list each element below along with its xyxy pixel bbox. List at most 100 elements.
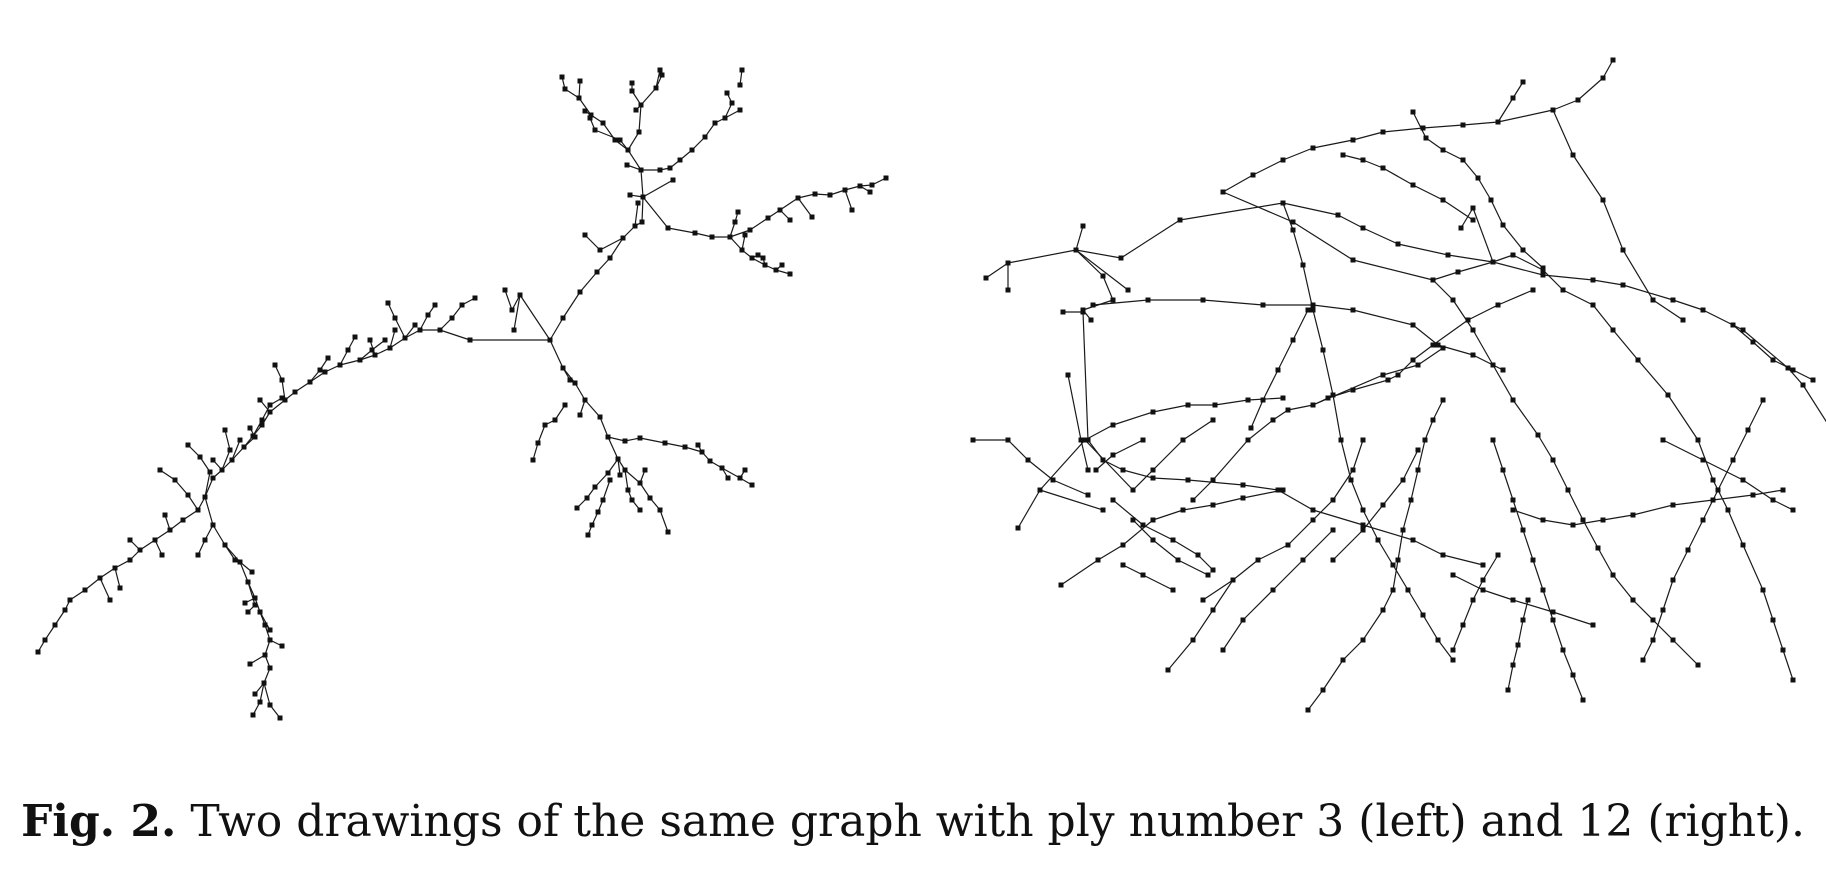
graph-node-left [369,347,375,353]
graph-node-right [1395,557,1401,563]
graph-node-right [1610,57,1616,63]
graph-edge-right [1497,109,1554,123]
graph-node-left [739,67,745,73]
graph-edge-right [1702,309,1744,331]
graph-edge-right [1332,394,1342,441]
graph-node-right [1515,642,1521,648]
graph-edge-left [844,189,853,211]
graph-edge-right [1084,439,1134,491]
graph-node-left [620,235,626,241]
graph-node-left [657,167,663,173]
graph-node-left [502,287,508,293]
graph-edge-right [1152,439,1184,471]
graph-node-right [1130,487,1136,493]
graph-node-right [1360,527,1366,533]
graph-edge-right [1172,539,1199,556]
graph-node-left [577,78,583,84]
graph-node-right [1540,587,1546,593]
graph-node-right [1715,487,1721,493]
graph-node-left [670,177,676,183]
graph-node-right [1330,527,1336,533]
graph-edge-left [721,467,741,479]
graph-node-right [1280,487,1286,493]
graph-node-left [252,691,258,697]
graph-edge-left [231,439,241,461]
graph-node-right [1200,597,1206,603]
graph-node-left [267,409,273,415]
graph-node-right [1410,537,1416,543]
graph-edge-right [1412,344,1434,361]
graph-node-right [1310,507,1316,513]
graph-node-right [1320,347,1326,353]
graph-node-left [412,322,418,328]
graph-edge-right [1622,249,1654,301]
graph-node-left [612,137,618,143]
graph-edge-right [1382,479,1404,506]
graph-node-right [1440,397,1446,403]
graph-edge-right [1120,219,1181,259]
graph-node-right [1520,79,1526,85]
graph-edge-right [1232,559,1259,581]
graph-node-left [795,195,801,201]
graph-edge-right [1472,579,1484,601]
graph-node-right [1130,517,1136,523]
graph-edge-right [1512,499,1524,531]
graph-edge-right [1792,369,1814,381]
graph-node-left [357,357,363,363]
graph-node-right [1470,352,1476,358]
graph-node-left [267,665,273,671]
graph-node-left [682,444,688,450]
graph-node-left [97,575,103,581]
graph-node-right [1210,417,1216,423]
graph-node-right [1405,587,1411,593]
graph-node-right [1620,247,1626,253]
graph-node-right [1460,622,1466,628]
graph-edge-right [1432,279,1454,301]
graph-edge-left [667,227,696,234]
graph-edge-right [1082,311,1089,441]
graph-node-right [1810,377,1816,383]
graph-node-right [1650,637,1656,643]
graph-edge-right [1277,489,1314,511]
graph-node-right [1710,477,1716,483]
graph-node-left [547,337,553,343]
graph-node-right [970,437,976,443]
graph-node-left [647,495,653,501]
graph-node-left [737,475,743,481]
graph-node-right [1100,273,1106,279]
graph-node-right [1100,507,1106,513]
graph-edge-right [1732,429,1749,461]
graph-node-left [35,649,41,655]
graph-node-left [159,552,165,558]
graph-node-left [582,232,588,238]
graph-edge-left [513,294,521,331]
graph-node-left [588,112,594,118]
graph-edge-right [1392,564,1409,591]
graph-edge-right [1717,459,1734,491]
graph-edge-right [1307,689,1324,711]
graph-node-left [180,517,186,523]
graph-edge-right [1732,324,1754,343]
graph-edge-right [1067,374,1082,441]
graph-node-left [867,189,873,195]
graph-node-right [1400,527,1406,533]
graph-node-right [1058,582,1064,588]
graph-node-right [1458,225,1464,231]
graph-node-right [1710,497,1716,503]
graph-edge-right [1672,299,1704,311]
graph-edge-left [641,196,644,223]
graph-edge-right [1432,319,1469,346]
graph-node-left [742,232,748,238]
graph-edge-right [1167,639,1194,671]
graph-node-left [762,262,768,268]
graph-edge-right [1772,499,1794,511]
graph-edge-right [1152,539,1179,561]
graph-edge-right [1252,159,1284,176]
graph-node-right [1380,607,1386,613]
graph-node-left [605,434,611,440]
graph-edge-left [339,359,361,366]
graph-node-left [584,495,590,501]
graph-node-right [1700,307,1706,313]
graph-node-left [747,227,753,233]
graph-node-left [162,512,168,518]
